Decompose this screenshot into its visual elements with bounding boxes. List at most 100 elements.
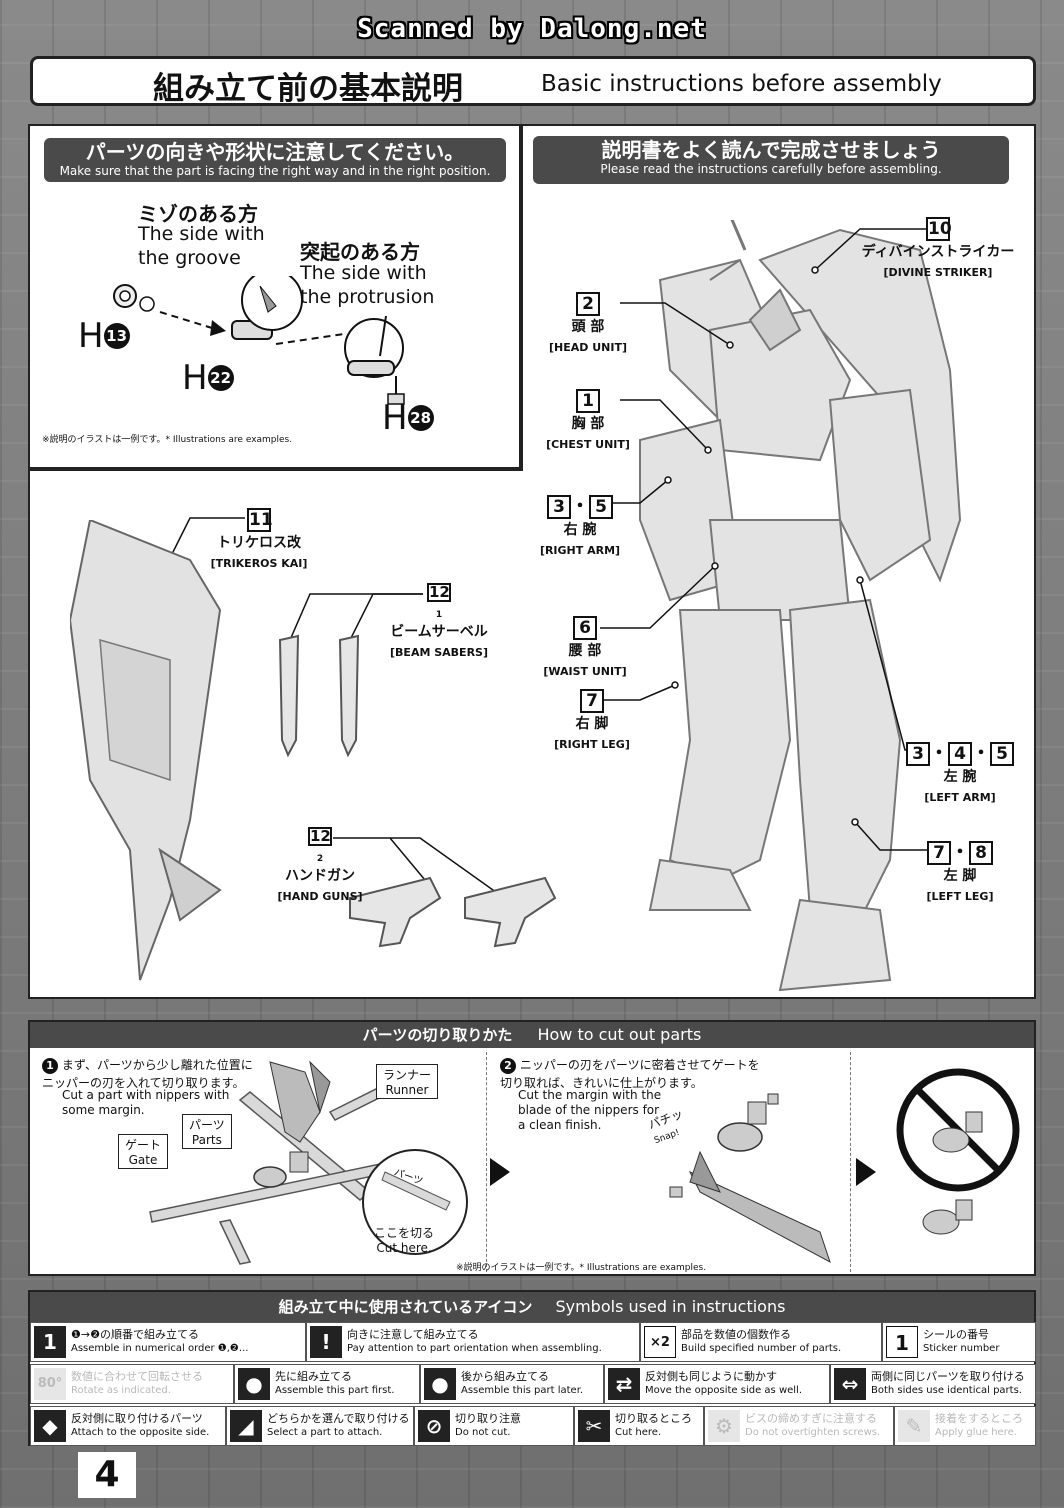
orientation-header: パーツの向きや形状に注意してください。 Make sure that the p…	[44, 138, 506, 182]
title-bar: 組み立て前の基本説明 Basic instructions before ass…	[30, 56, 1036, 107]
symbol-label-jp: 接着をするところ	[935, 1412, 1023, 1425]
callout-waist-jp: 腰 部	[568, 643, 602, 659]
callout-right-leg: 7 右 脚 [RIGHT LEG]	[544, 689, 640, 752]
panel-divider	[30, 469, 521, 471]
part-h13-letter: H	[78, 316, 104, 356]
step-arrow-2	[856, 1158, 876, 1186]
symbol-label-jp: 先に組み立てる	[275, 1370, 352, 1383]
symbol-label-jp: 部品を数値の個数作る	[681, 1328, 791, 1341]
symbol-icon: 80°	[34, 1368, 66, 1400]
read-header: 説明書をよく読んで完成させましょう Please read the instru…	[533, 136, 1009, 184]
groove-label-en-2: the groove	[138, 247, 241, 269]
symbol-icon: ⇄	[608, 1368, 640, 1400]
cut-step2-jp: 2 ニッパーの刃をパーツに密着させてゲートを 切り取れば、きれいに仕上がります。	[500, 1056, 760, 1091]
symbol-icon: ⇔	[834, 1368, 866, 1400]
symbol-label-en: Move the opposite side as well.	[645, 1385, 803, 1396]
symbol-icon: 1	[34, 1326, 66, 1358]
symbol-label-en: Apply glue here.	[935, 1427, 1017, 1438]
callout-right-leg-en: [RIGHT LEG]	[554, 738, 630, 751]
gate-label-en: Gate	[128, 1153, 158, 1167]
symbol-label-en: Assemble this part later.	[461, 1385, 584, 1396]
callout-hand-guns-en: [HAND GUNS]	[277, 890, 363, 903]
callout-beam-sabers-sub: 1	[435, 610, 443, 620]
symbol-label-jp: 反対側に取り付けるパーツ	[71, 1412, 203, 1425]
cut-panel: パーツの切り取りかた How to cut out parts 1 まず、パーツ…	[28, 1020, 1036, 1276]
symbol-icon: ●	[238, 1368, 270, 1400]
trikeros-illustration	[70, 520, 222, 981]
parts-label: パーツ Parts	[182, 1114, 232, 1149]
page-number: 4	[78, 1452, 136, 1498]
symbol-label-en: Do not cut.	[455, 1427, 511, 1438]
read-header-jp: 説明書をよく読んで完成させましょう	[601, 138, 941, 162]
read-header-en: Please read the instructions carefully b…	[600, 162, 942, 176]
symbol-icon: !	[310, 1326, 342, 1358]
protrusion-label-en-1: The side with	[300, 262, 427, 284]
callout-right-arm-num-1: 3	[547, 495, 571, 519]
callout-hand-guns-jp: ハンドガン	[285, 868, 355, 884]
callout-chest-en: [CHEST UNIT]	[546, 438, 630, 451]
scanner-watermark: Scanned by Dalong.net	[357, 14, 707, 44]
runner-label-jp: ランナー	[383, 1068, 432, 1082]
callout-trikeros: 11 トリケロス改 [TRIKEROS KAI]	[200, 508, 318, 571]
symbol-label-en: Do not overtighten screws.	[745, 1427, 881, 1438]
callout-left-leg-num-2: 8	[969, 841, 993, 865]
callout-head-en: [HEAD UNIT]	[549, 341, 627, 354]
symbol-label-jp: 数値に合わせて回転させる	[71, 1370, 203, 1383]
cut-here-jp: ここを切る	[374, 1226, 435, 1240]
callout-chest: 1 胸 部 [CHEST UNIT]	[540, 389, 636, 452]
symbol-icon: ●	[424, 1368, 456, 1400]
cut-header-jp: パーツの切り取りかた	[362, 1026, 513, 1044]
callout-chest-num: 1	[576, 389, 600, 413]
protrusion-label-jp: 突起のある方	[300, 240, 420, 264]
part-h22-number: 22	[207, 365, 234, 391]
cut-step2-illustration	[669, 1093, 831, 1264]
symbol-icon: ×2	[644, 1326, 676, 1358]
cut-step1-en-1: Cut a part with nippers with	[62, 1088, 230, 1102]
symbols-header-en: Symbols used in instructions	[555, 1297, 786, 1316]
cut-here-en: Cut here.	[376, 1241, 432, 1255]
orientation-note: ※説明のイラストは一例です。* Illustrations are exampl…	[42, 435, 293, 445]
symbols-header-jp: 組み立て中に使用されているアイコン	[278, 1298, 533, 1316]
title-en: Basic instructions before assembly	[541, 71, 942, 97]
part-h22-letter: H	[182, 358, 208, 398]
callout-trikeros-en: [TRIKEROS KAI]	[210, 557, 308, 570]
runner-label-en: Runner	[385, 1083, 429, 1097]
cut-note: ※説明のイラストは一例です。* Illustrations are exampl…	[456, 1263, 707, 1273]
orientation-panel: パーツの向きや形状に注意してください。 Make sure that the p…	[28, 124, 521, 469]
symbol-label-en: Pay attention to part orientation when a…	[347, 1343, 602, 1354]
symbol-label-en: Assemble in numerical order ❶,❷...	[71, 1343, 249, 1354]
callout-head: 2 頭 部 [HEAD UNIT]	[540, 292, 636, 355]
callout-right-leg-jp: 右 脚	[575, 716, 609, 732]
runner-label: ランナー Runner	[376, 1064, 439, 1099]
symbol-icon: ◆	[34, 1410, 66, 1442]
callout-waist-num: 6	[573, 616, 597, 640]
cut-step1-illustration	[149, 1060, 468, 1265]
callout-head-num: 2	[576, 292, 600, 316]
callout-divine-striker-num: 10	[926, 217, 952, 241]
callout-beam-sabers-en: [BEAM SABERS]	[390, 646, 488, 659]
cut-step1-en-2: some margin.	[62, 1103, 145, 1117]
symbol-icon: ⊘	[418, 1410, 450, 1442]
callout-left-leg-en: [LEFT LEG]	[926, 890, 994, 903]
do-not-illustration	[896, 1068, 1020, 1235]
callout-beam-sabers: 12 1 ビームサーベル [BEAM SABERS]	[380, 582, 498, 660]
callout-divine-striker: 10 ディバインストライカー [DIVINE STRIKER]	[848, 217, 1028, 280]
callout-left-arm-en: [LEFT ARM]	[924, 791, 996, 804]
callout-divine-striker-jp: ディバインストライカー	[861, 244, 1015, 260]
cut-step2-en-1: Cut the margin with the	[518, 1088, 662, 1102]
beam-saber-illustration	[278, 634, 360, 758]
callout-hand-guns-num: 12	[308, 827, 332, 846]
symbol-label-en: Sticker number	[923, 1343, 1000, 1354]
